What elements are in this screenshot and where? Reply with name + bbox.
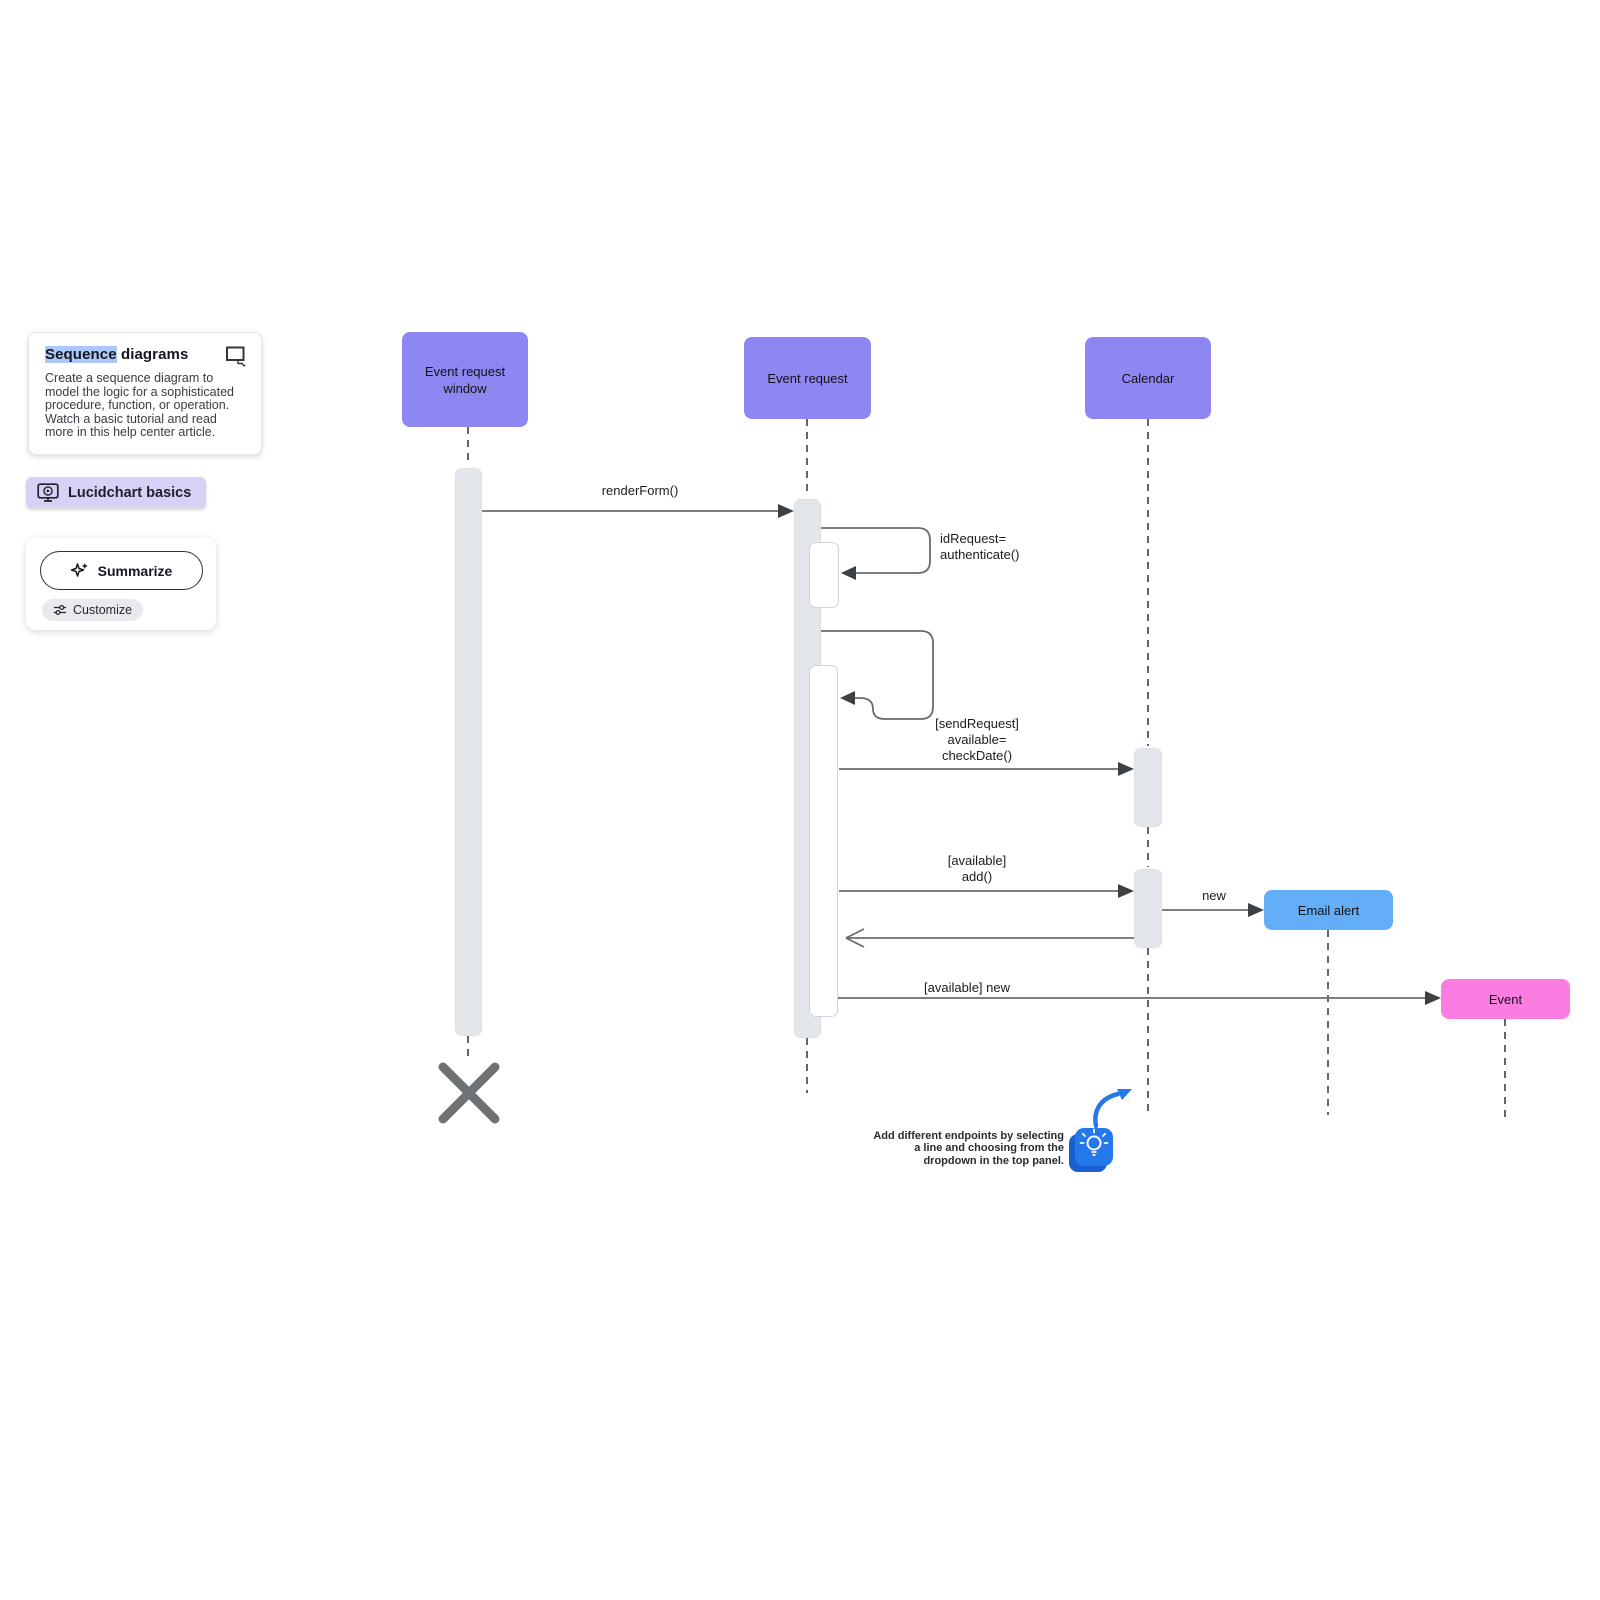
label-render-form: renderForm() [601, 483, 679, 498]
tip-curved-arrowhead [1117, 1089, 1132, 1100]
sliders-icon [53, 604, 67, 616]
actor-event-request-window[interactable]: Event request window [402, 332, 528, 427]
destroy-x-icon[interactable] [438, 1062, 500, 1124]
activation-bar-calendar-1[interactable] [1134, 748, 1162, 827]
sparkles-icon [70, 562, 89, 579]
arrow-authenticate-loop[interactable] [821, 527, 931, 574]
lifeline-dashes[interactable] [467, 419, 1506, 1120]
summarize-button-label: Summarize [97, 562, 173, 579]
info-card-title: Sequence diagrams [45, 346, 245, 363]
insert-shape-icon[interactable] [225, 345, 249, 369]
lightbulb-icon[interactable] [1069, 1128, 1113, 1172]
actor-calendar[interactable]: Calendar [1085, 337, 1211, 419]
object-label: Event [1488, 991, 1523, 1007]
arrowheads [778, 504, 1441, 1005]
label-add: [available] add() [947, 853, 1007, 884]
object-event[interactable]: Event [1441, 979, 1570, 1019]
message-arrows[interactable] [482, 510, 1427, 999]
activation-bar-calendar-2[interactable] [1134, 869, 1162, 948]
tip-text: Add different endpoints by selecting a l… [873, 1130, 1064, 1167]
label-check-date: [sendRequest] available= checkDate() [935, 716, 1019, 763]
lucidchart-basics-badge[interactable]: Lucidchart basics [26, 477, 207, 508]
info-card-title-highlight: Sequence [45, 346, 117, 363]
customize-button[interactable]: Customize [42, 599, 144, 621]
summarize-button[interactable]: Summarize [39, 551, 203, 590]
actor-label: Calendar [1121, 370, 1175, 386]
activation-bar-request-nested-1[interactable] [809, 542, 839, 608]
ai-actions-card: Summarize Customize [26, 538, 216, 630]
info-card-body: Create a sequence diagram to model the l… [45, 371, 234, 440]
label-new: new [1202, 888, 1226, 903]
tip-curved-arrow [1093, 1091, 1121, 1129]
actor-event-request[interactable]: Event request [744, 337, 871, 419]
actor-label: Event request window [424, 363, 506, 396]
arrow-return-open-head [845, 928, 865, 948]
activation-bar-window[interactable] [455, 468, 482, 1036]
sequence-diagrams-info-card[interactable]: Sequence diagrams Create a sequence diag… [28, 332, 262, 455]
label-authenticate: idRequest= authenticate() [940, 531, 1020, 562]
info-card-title-rest: diagrams [116, 346, 189, 363]
label-available-new: [available] new [924, 980, 1010, 995]
object-email-alert[interactable]: Email alert [1264, 890, 1393, 930]
actor-label: Event request [767, 370, 848, 386]
basics-badge-label: Lucidchart basics [68, 484, 192, 501]
activation-bar-request-nested-2[interactable] [809, 665, 838, 1017]
customize-button-label: Customize [73, 603, 133, 617]
object-label: Email alert [1297, 902, 1360, 918]
arrow-send-request-loop[interactable] [821, 630, 934, 720]
monitor-play-icon [37, 482, 59, 503]
